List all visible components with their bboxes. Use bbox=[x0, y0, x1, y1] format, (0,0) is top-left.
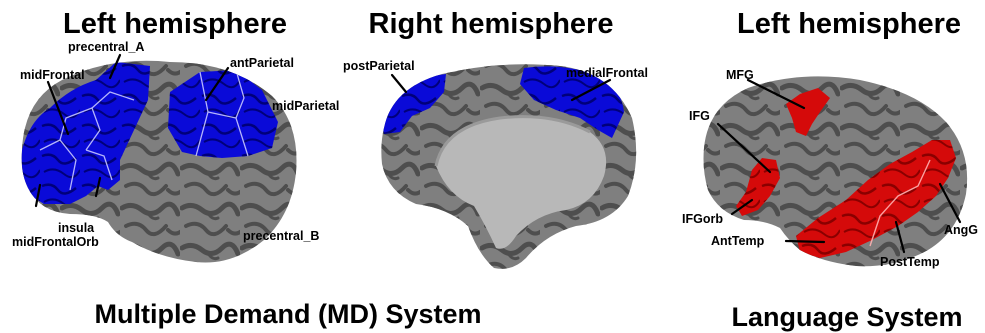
region-label-medialfrontal: medialFrontal bbox=[566, 66, 648, 80]
region-label-ifgorb: IFGorb bbox=[682, 212, 723, 226]
region-label-precentral-a: precentral_A bbox=[68, 40, 144, 54]
region-label-mfg: MFG bbox=[726, 68, 754, 82]
system-title-language: Language System bbox=[731, 302, 962, 332]
system-title-md: Multiple Demand (MD) System bbox=[94, 299, 481, 329]
region-label-postparietal: postParietal bbox=[343, 59, 415, 73]
region-label-posttemp: PostTemp bbox=[880, 255, 940, 269]
region-label-midfrontal: midFrontal bbox=[20, 68, 85, 82]
region-label-anttemp: AntTemp bbox=[711, 234, 765, 248]
region-label-midfrontalorb: midFrontalOrb bbox=[12, 235, 99, 249]
region-label-midparietal: midParietal bbox=[272, 99, 339, 113]
panel-title-left-language: Left hemisphere bbox=[737, 8, 961, 40]
region-label-precentral-b: precentral_B bbox=[243, 229, 319, 243]
region-label-angg: AngG bbox=[944, 223, 978, 237]
region-label-ifg: IFG bbox=[689, 109, 710, 123]
region-label-antparietal: antParietal bbox=[230, 56, 294, 70]
right-medial-wall bbox=[436, 117, 606, 249]
right-md-brain bbox=[375, 55, 645, 275]
panel-title-left-md: Left hemisphere bbox=[63, 8, 287, 40]
region-label-insula: insula bbox=[58, 221, 95, 235]
panel-title-right-md: Right hemisphere bbox=[369, 8, 614, 40]
